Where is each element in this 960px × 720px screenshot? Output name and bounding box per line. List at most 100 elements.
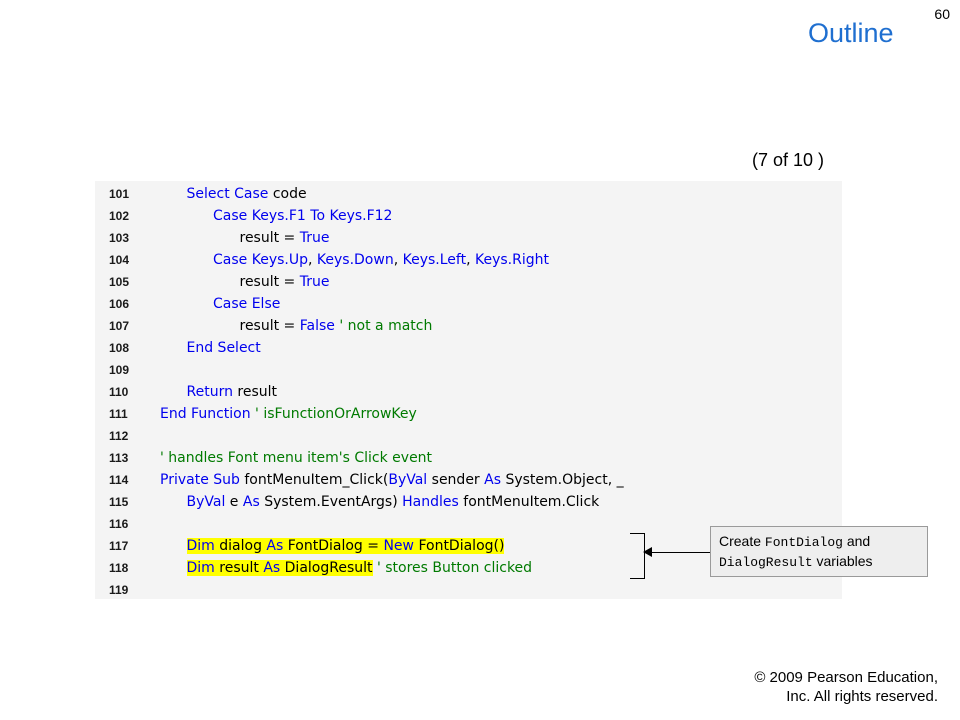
code-token: System.EventArgs) <box>259 494 403 510</box>
callout-suffix: variables <box>812 553 873 569</box>
line-number: 116 <box>109 517 129 531</box>
code-token: , <box>393 252 403 268</box>
code-text: End Select <box>187 337 261 359</box>
line-number: 115 <box>109 495 129 509</box>
code-token: fontMenuItem.Click <box>458 494 600 510</box>
code-keyword: Case Else <box>213 296 281 312</box>
code-text: ' handles Font menu item's Click event <box>160 447 432 469</box>
code-token: DialogResult <box>280 560 373 576</box>
code-text: ByVal e As System.EventArgs) Handles fon… <box>187 491 600 513</box>
page-number: 60 <box>934 6 950 22</box>
code-keyword: End Select <box>186 340 261 356</box>
code-text: Case Keys.F1 To Keys.F12 <box>213 205 392 227</box>
line-number: 108 <box>109 341 130 355</box>
code-text: Dim result As DialogResult ' stores Butt… <box>186 557 533 579</box>
code-keyword: As <box>266 538 284 554</box>
code-keyword: As <box>484 472 502 488</box>
line-number: 118 <box>109 561 129 575</box>
code-comment: ' stores Button clicked <box>372 560 533 576</box>
code-comment: ' handles Font menu item's Click event <box>160 450 433 466</box>
code-token: sender <box>427 472 485 488</box>
code-token: fontMenuItem_Click( <box>239 472 389 488</box>
code-token: , <box>307 252 317 268</box>
code-keyword: Case <box>213 252 248 268</box>
code-token: System.Object, _ <box>501 472 624 488</box>
code-keyword: ByVal <box>388 472 428 488</box>
code-keyword: End Function <box>160 406 251 422</box>
code-keyword: Keys.Right <box>474 252 549 268</box>
code-token: result = <box>239 318 300 334</box>
code-text: End Function ' isFunctionOrArrowKey <box>160 403 417 425</box>
code-token: result = <box>239 274 300 290</box>
callout-connector-line <box>650 552 710 553</box>
code-token: FontDialog() <box>414 538 505 554</box>
code-keyword: Keys.F12 <box>325 208 393 224</box>
callout-middle: and <box>842 533 871 549</box>
line-number: 103 <box>109 231 130 245</box>
copyright-line-1: © 2009 Pearson Education, <box>754 669 938 686</box>
code-keyword: False <box>299 318 335 334</box>
line-number: 106 <box>109 297 130 311</box>
code-token: result <box>214 560 264 576</box>
code-keyword: Dim <box>186 538 215 554</box>
code-text: Case Keys.Up, Keys.Down, Keys.Left, Keys… <box>213 249 549 271</box>
code-keyword: True <box>299 274 330 290</box>
slide-progress: (7 of 10 ) <box>752 150 825 170</box>
code-comment: ' not a match <box>334 318 433 334</box>
line-number: 109 <box>109 363 130 377</box>
code-token: result <box>232 384 278 400</box>
line-number: 119 <box>109 583 129 597</box>
code-keyword: True <box>299 230 330 246</box>
line-number: 117 <box>109 539 129 553</box>
code-keyword: Keys.Up <box>247 252 308 268</box>
code-keyword: As <box>263 560 281 576</box>
code-comment: ' isFunctionOrArrowKey <box>250 406 417 422</box>
code-keyword: As <box>242 494 260 510</box>
code-keyword: ByVal <box>186 494 226 510</box>
callout-code-dialogresult: DialogResult <box>719 555 813 570</box>
code-token: dialog <box>214 538 267 554</box>
line-number: 111 <box>109 407 128 421</box>
code-keyword: New <box>383 538 414 554</box>
code-keyword: To <box>310 208 326 224</box>
code-text: result = True <box>240 271 330 293</box>
code-token: , <box>466 252 475 268</box>
code-keyword: Dim <box>186 560 215 576</box>
code-text: Private Sub fontMenuItem_Click(ByVal sen… <box>160 469 624 491</box>
line-number: 105 <box>109 275 130 289</box>
code-text: result = True <box>240 227 330 249</box>
code-token: code <box>268 186 307 202</box>
code-keyword: Select Case <box>186 186 269 202</box>
code-text: result = False ' not a match <box>240 315 433 337</box>
callout-arrow-icon <box>643 547 652 557</box>
line-number: 113 <box>109 451 129 465</box>
code-text: Select Case code <box>187 183 307 205</box>
code-token: FontDialog = <box>283 538 384 554</box>
line-number: 101 <box>109 187 130 201</box>
code-keyword: Private Sub <box>160 472 240 488</box>
line-number: 112 <box>109 429 129 443</box>
callout-code-fontdialog: FontDialog <box>764 535 843 550</box>
outline-title: Outline <box>808 18 894 48</box>
code-keyword: Case <box>213 208 248 224</box>
code-text: Dim dialog As FontDialog = New FontDialo… <box>186 535 505 557</box>
code-text: Return result <box>187 381 278 403</box>
callout-prefix: Create <box>719 533 765 549</box>
line-number: 104 <box>109 253 130 267</box>
code-text: Case Else <box>213 293 280 315</box>
code-keyword: Return <box>186 384 233 400</box>
line-number: 107 <box>109 319 130 333</box>
line-number: 110 <box>109 385 129 399</box>
line-number: 114 <box>109 473 129 487</box>
copyright-notice: © 2009 Pearson Education, Inc. All right… <box>754 668 938 706</box>
code-keyword: Keys.Down <box>316 252 394 268</box>
code-keyword: Keys.F1 <box>247 208 311 224</box>
code-token: result = <box>239 230 300 246</box>
code-keyword: Keys.Left <box>402 252 467 268</box>
code-token: e <box>225 494 243 510</box>
copyright-line-2: Inc. All rights reserved. <box>786 688 938 705</box>
code-keyword: Handles <box>402 494 459 510</box>
line-number: 102 <box>109 209 130 223</box>
